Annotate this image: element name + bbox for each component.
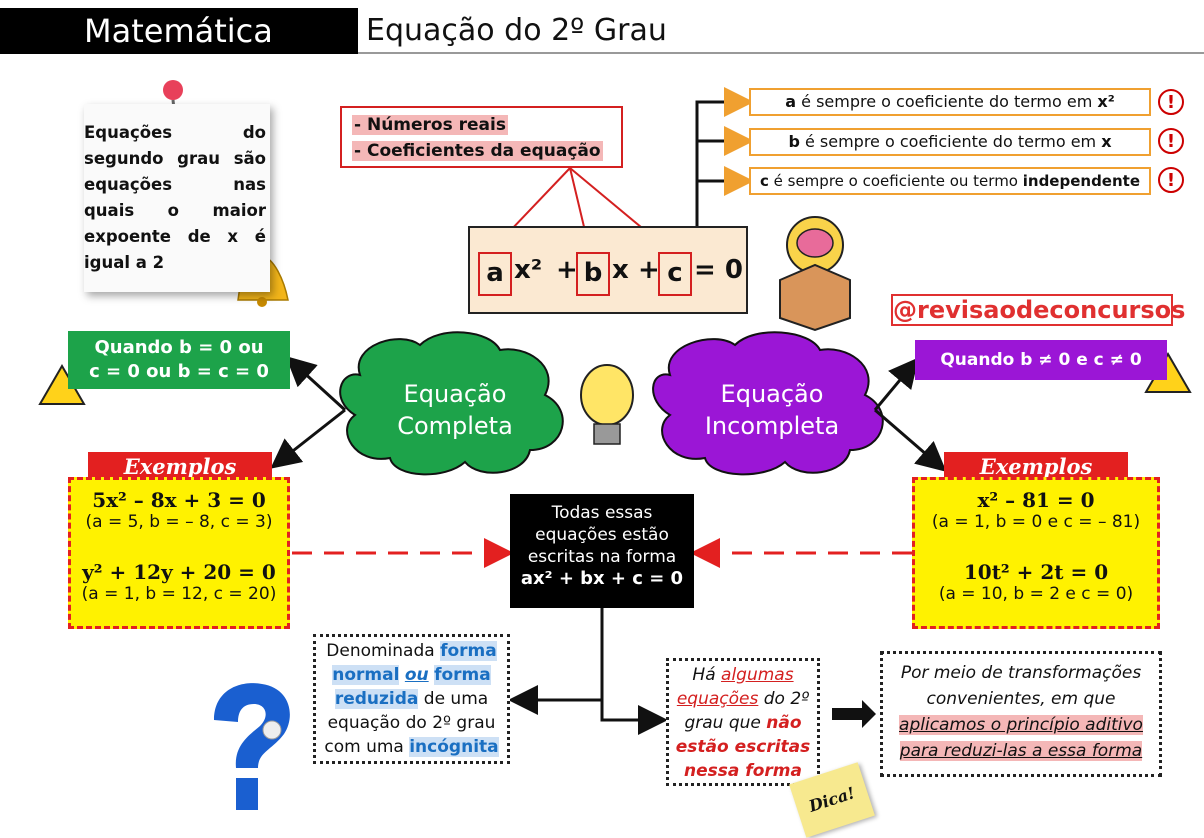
incomplete-cloud	[652, 331, 884, 476]
condition-line: Quando b = 0 ou	[94, 337, 264, 358]
general-equation: a x² + b x + c = 0	[468, 226, 748, 314]
normal-form-note: Denominada forma normal ou forma reduzid…	[313, 634, 510, 764]
idea-box-icon	[779, 216, 851, 332]
definition-text: Equações do segundo grau são equações na…	[84, 123, 266, 272]
coef-b-box: b	[576, 252, 610, 296]
complete-examples-box: 5x² – 8x + 3 = 0 (a = 5, b = – 8, c = 3)…	[68, 477, 290, 629]
subject-title: Matemática	[0, 8, 358, 54]
property-item: - Números reais	[352, 115, 508, 135]
exclamation-icon: !	[1158, 167, 1184, 193]
example-equation: 10t² + 2t = 0	[963, 560, 1109, 584]
coef-b-explanation: b é sempre o coeficiente do termo em x	[749, 128, 1151, 156]
exclamation-icon: !	[1158, 128, 1184, 154]
properties-box: - Números reais - Coeficientes da equaçã…	[340, 106, 623, 168]
example-coefs: (a = 10, b = 2 e c = 0)	[938, 584, 1134, 604]
coef-c-explanation: c é sempre o coeficiente ou termo indepe…	[749, 167, 1151, 195]
example-coefs: (a = 1, b = 0 e c = – 81)	[931, 512, 1141, 532]
x-term: x	[612, 255, 629, 285]
plus-sign: +	[638, 255, 660, 285]
coef-a-explanation: a é sempre o coeficiente do termo em x²	[749, 88, 1151, 116]
property-item: - Coeficientes da equação	[352, 141, 603, 161]
condition-line: c = 0 ou b = c = 0	[89, 361, 269, 382]
reduction-note: Por meio de transformações convenientes,…	[880, 651, 1162, 777]
standard-form: ax² + bx + c = 0	[520, 568, 684, 589]
definition-note: Equações do segundo grau são equações na…	[84, 104, 270, 292]
question-figure-icon	[214, 683, 290, 810]
coef-c-box: c	[658, 252, 692, 296]
example-equation: 5x² – 8x + 3 = 0	[92, 488, 266, 512]
equals-zero: = 0	[694, 255, 743, 285]
example-coefs: (a = 1, b = 12, c = 20)	[81, 584, 277, 604]
lightbulb-icon	[580, 364, 634, 445]
complete-cloud	[339, 331, 564, 476]
coef-a-box: a	[478, 252, 512, 296]
instagram-handle: @revisaodeconcursos	[891, 294, 1186, 326]
complete-condition: Quando b = 0 ou c = 0 ou b = c = 0	[68, 331, 290, 389]
x-squared: x²	[514, 255, 543, 285]
topic-title: Equação do 2º Grau	[358, 8, 1204, 54]
example-equation: x² – 81 = 0	[977, 488, 1095, 512]
incomplete-examples-box: x² – 81 = 0 (a = 1, b = 0 e c = – 81) 10…	[912, 477, 1160, 629]
example-coefs: (a = 5, b = – 8, c = 3)	[85, 512, 273, 532]
example-equation: y² + 12y + 20 = 0	[82, 560, 276, 584]
some-equations-note: Há algumas equações do 2º grau que não e…	[666, 658, 820, 786]
incomplete-condition: Quando b ≠ 0 e c ≠ 0	[915, 340, 1167, 380]
exclamation-icon: !	[1158, 89, 1184, 115]
plus-sign: +	[556, 255, 578, 285]
standard-form-box: Todas essas equações estão escritas na f…	[510, 494, 694, 608]
